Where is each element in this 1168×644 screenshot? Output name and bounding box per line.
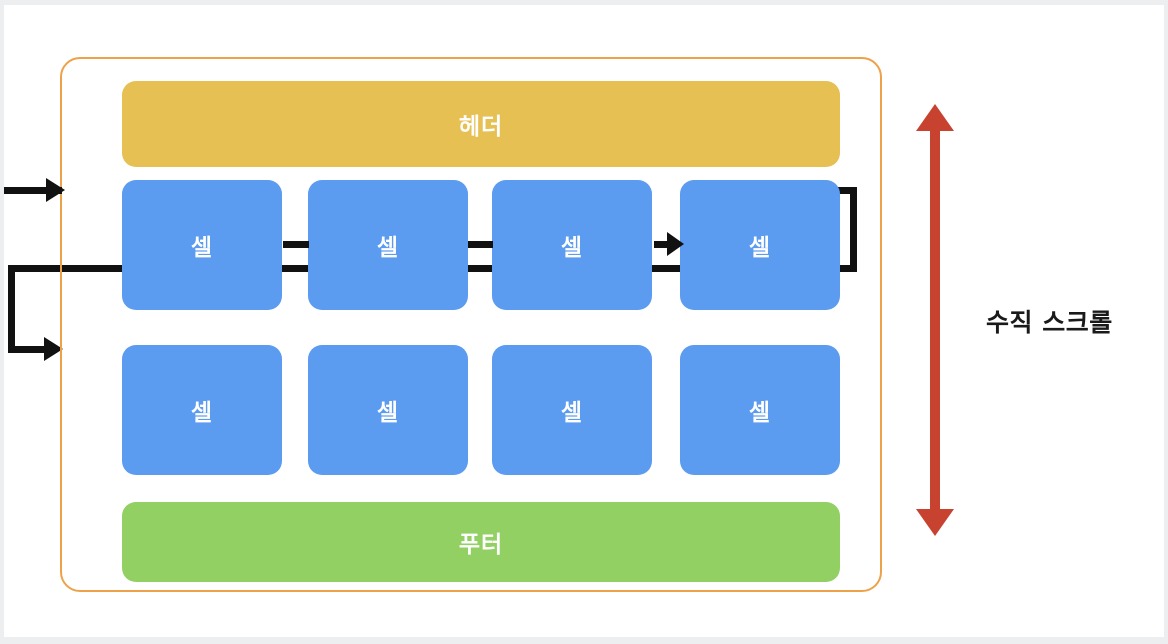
- connector-row1-cell3-to-cell4: [654, 241, 670, 248]
- connector-row1-cell1-to-cell2: [283, 241, 309, 248]
- vertical-scroll-arrow-icon: [900, 100, 970, 540]
- cell-label: 셀: [748, 400, 772, 426]
- cell-label: 셀: [560, 235, 584, 261]
- cell-row1-col4[interactable]: 셀: [680, 180, 840, 310]
- wraparound-connector-left-vertical: [8, 265, 15, 353]
- cell-row2-col1[interactable]: 셀: [122, 345, 282, 475]
- cell-row1-col3[interactable]: 셀: [492, 180, 652, 310]
- cell-label: 셀: [560, 400, 584, 426]
- cell-row2-col2[interactable]: 셀: [308, 345, 468, 475]
- scroll-arrow-shaft: [930, 128, 940, 512]
- cell-row1-col1[interactable]: 셀: [122, 180, 282, 310]
- header-label: 헤더: [458, 114, 504, 140]
- cell-row1-col2[interactable]: 셀: [308, 180, 468, 310]
- wraparound-arrowhead-icon: [44, 337, 63, 361]
- diagram-canvas: 헤더 셀 셀 셀 셀 셀 셀 셀 셀: [4, 5, 1164, 637]
- cell-label: 셀: [190, 235, 214, 261]
- entry-arrowhead-icon: [46, 178, 65, 202]
- cell-label: 셀: [376, 235, 400, 261]
- scroll-arrow-down-head-icon: [916, 509, 954, 536]
- cell-label: 셀: [376, 400, 400, 426]
- wraparound-connector-right-vertical: [850, 187, 857, 272]
- cell-label: 셀: [748, 235, 772, 261]
- footer-label: 푸터: [458, 532, 504, 558]
- entry-flow-line: [4, 187, 62, 194]
- vertical-scroll-label: 수직 스크롤: [986, 308, 1113, 337]
- cell-row2-col3[interactable]: 셀: [492, 345, 652, 475]
- scroll-container: 헤더 셀 셀 셀 셀 셀 셀 셀 셀: [60, 57, 882, 592]
- footer-bar: 푸터: [122, 502, 840, 582]
- header-bar: 헤더: [122, 81, 840, 167]
- cell-row2-col4[interactable]: 셀: [680, 345, 840, 475]
- wraparound-connector-entry-segment: [8, 346, 50, 353]
- arrowhead-icon-row1-cell4: [667, 232, 684, 256]
- cell-label: 셀: [190, 400, 214, 426]
- scroll-arrow-up-head-icon: [916, 104, 954, 131]
- connector-row1-cell2-to-cell3: [468, 241, 493, 248]
